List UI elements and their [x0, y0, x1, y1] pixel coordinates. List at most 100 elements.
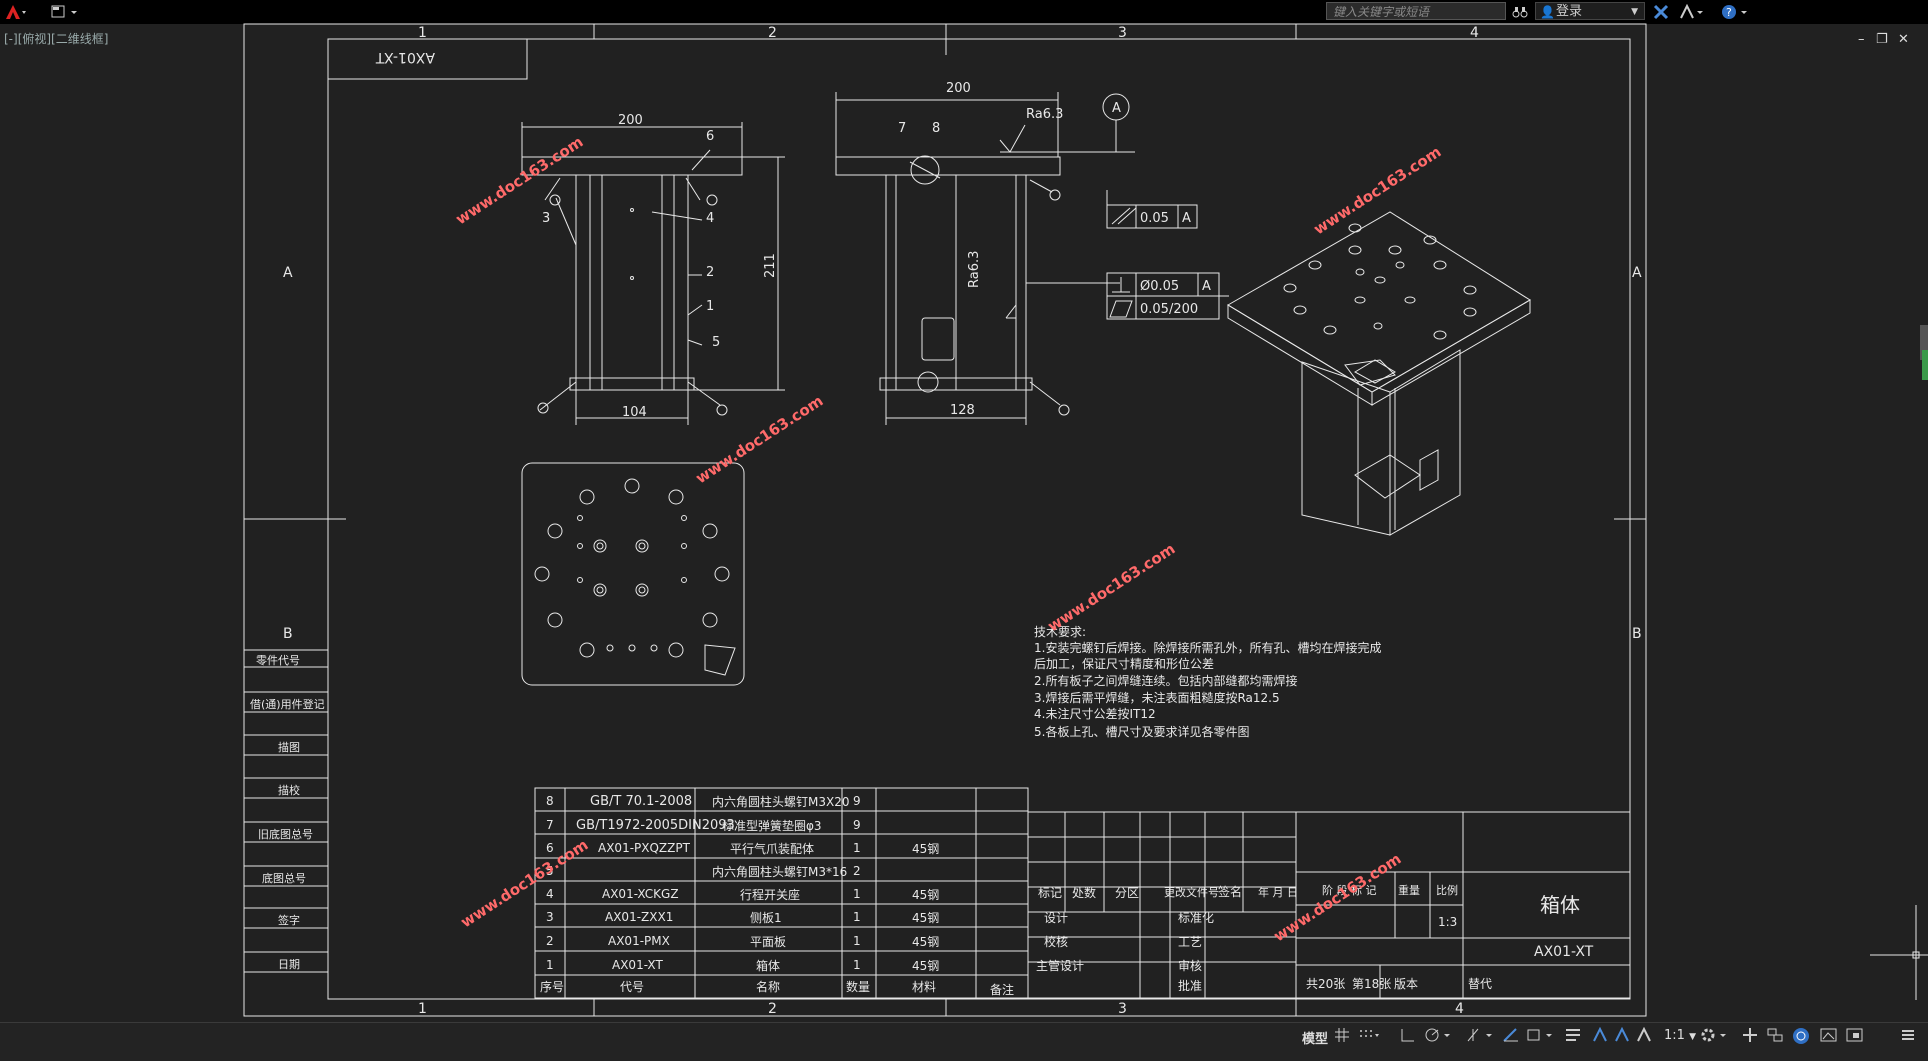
bom-cell: GB/T 70.1-2008	[590, 794, 692, 809]
scale-dropdown[interactable]: 1:1 ▼	[1664, 1028, 1696, 1043]
bom-cell: 标准型弹簧垫圈φ3	[722, 818, 822, 833]
parallel-datum: A	[1182, 211, 1191, 226]
polar-icon[interactable]	[1424, 1027, 1450, 1045]
svg-text:?: ?	[1726, 6, 1732, 19]
scroll-handle[interactable]	[1920, 325, 1928, 360]
quick-access-button[interactable]	[48, 2, 84, 22]
workspace-icon[interactable]	[1766, 1027, 1784, 1045]
hardware-accel-icon[interactable]	[1820, 1027, 1838, 1045]
nav-bar-indicator[interactable]	[1922, 350, 1928, 380]
tb-part-name: 箱体	[1540, 893, 1580, 917]
frame-col-1: 1	[418, 25, 427, 41]
binoculars-button[interactable]	[1510, 2, 1530, 22]
tech-note-line: 3.焊接后需平焊缝，未注表面粗糙度按Ra12.5	[1034, 690, 1280, 705]
bom-cell: 8	[546, 794, 554, 808]
plus-icon[interactable]	[1742, 1027, 1760, 1045]
bom-cell: 2	[853, 864, 861, 878]
otrack-icon[interactable]	[1502, 1027, 1520, 1045]
minimize-icon[interactable]: –	[1858, 32, 1865, 47]
search-input[interactable]: 键入关键字或短语	[1326, 2, 1506, 20]
tech-note-line: 5.各板上孔、槽尺寸及要求详见各零件图	[1034, 724, 1249, 739]
bom-cell: AX01-XCKGZ	[602, 887, 679, 901]
flatness-tolerance: 0.05/200	[1140, 302, 1198, 317]
top-view-plate	[521, 462, 745, 686]
tech-note-line: 4.未注尺寸公差按IT12	[1034, 706, 1156, 721]
title-block	[1027, 811, 1631, 999]
bom-cell: 2	[546, 934, 554, 948]
close-icon[interactable]: ✕	[1898, 32, 1909, 47]
tb-count: 处数	[1072, 885, 1096, 900]
callout-1: 1	[706, 299, 714, 314]
snap-icon[interactable]	[1358, 1027, 1379, 1045]
bom-cell: 侧板1	[750, 911, 782, 925]
callout-8: 8	[932, 121, 940, 136]
frame-col-4: 4	[1470, 25, 1479, 41]
roughness-top: Ra6.3	[1026, 107, 1063, 122]
osnap-icon[interactable]	[1466, 1027, 1492, 1045]
bom-cell: 6	[546, 841, 554, 855]
isometric-view	[1227, 211, 1531, 536]
exchange-button[interactable]	[1652, 2, 1670, 22]
frame-row-b-right: B	[1632, 626, 1642, 642]
title-block-text: 标记 处数 分区 更改文件号 签名 年 月 日 设计 校核 主管设计 标准化 工…	[1036, 883, 1594, 993]
watermark-text: www.doc163.com	[1044, 540, 1178, 636]
annotation-scale-icon[interactable]	[1636, 1026, 1654, 1045]
bom-cell: 内六角圆柱头螺钉M3*16	[712, 864, 847, 879]
mirrored-label-box	[327, 38, 528, 80]
autodesk-app-button[interactable]	[1678, 2, 1706, 22]
bom-cell: 4	[546, 887, 554, 901]
bom-cell: 1	[546, 958, 554, 972]
grid-icon[interactable]	[1334, 1027, 1352, 1045]
bom-header: 名称	[756, 979, 780, 994]
bom-header: 备注	[990, 982, 1014, 997]
viewport-label[interactable]: [-][俯视][二维线框]	[4, 32, 109, 46]
tb-review: 审核	[1178, 958, 1202, 973]
tb-sign: 签名	[1218, 884, 1242, 899]
dim-side-width: 200	[946, 81, 971, 96]
lineweight-icon[interactable]	[1564, 1027, 1582, 1045]
perp-datum: A	[1202, 279, 1211, 294]
bom-cell: 1	[853, 910, 861, 924]
app-menu-button[interactable]	[2, 2, 32, 22]
tb-approve: 批准	[1178, 978, 1202, 993]
left-panel-item: 签字	[278, 913, 300, 927]
frame-col-3: 3	[1118, 25, 1127, 41]
bom-table	[534, 787, 1029, 999]
model-tab[interactable]: 模型	[1302, 1032, 1329, 1047]
watermark-text: www.doc163.com	[457, 836, 591, 932]
isolate-icon[interactable]	[1792, 1027, 1810, 1045]
top-bar: 键入关键字或短语 👤 登录 ▼ ?	[0, 0, 1928, 24]
autodesk-a-icon	[1680, 4, 1703, 19]
bom-rows: 8 GB/T 70.1-2008 内六角圆柱头螺钉M3X20 9 7 GB/T1…	[540, 794, 1014, 997]
clean-screen-icon[interactable]	[1846, 1027, 1864, 1045]
ortho-icon[interactable]	[1400, 1027, 1418, 1045]
outer-frame	[243, 23, 1647, 1017]
dim-front-height: 211	[763, 253, 778, 278]
selection-icon[interactable]	[1526, 1027, 1552, 1045]
datum-a: A	[1112, 101, 1121, 116]
help-button[interactable]: ?	[1720, 2, 1752, 22]
tech-note-line: 2.所有板子之间焊缝连续。包括内部缝都均需焊接	[1034, 673, 1297, 688]
parallel-tolerance: 0.05	[1140, 211, 1169, 226]
bom-cell: 9	[853, 818, 861, 832]
tb-part-code: AX01-XT	[1534, 944, 1594, 960]
annotation-visibility-icon[interactable]	[1592, 1026, 1610, 1045]
chevron-down-icon: ▼	[1631, 7, 1638, 17]
drawing-canvas[interactable]	[0, 24, 1928, 1024]
user-icon: 👤	[1540, 5, 1555, 19]
tb-weight: 重量	[1398, 883, 1420, 897]
bom-cell: 9	[853, 794, 861, 808]
callout-5: 5	[712, 335, 720, 350]
bom-cell: 7	[546, 818, 554, 832]
gear-icon[interactable]	[1700, 1027, 1726, 1045]
customize-menu-icon[interactable]	[1900, 1027, 1918, 1045]
restore-icon[interactable]: ❐	[1876, 32, 1888, 47]
status-bar	[0, 1022, 1928, 1061]
callout-4: 4	[706, 211, 714, 226]
left-panel-item: 底图总号	[262, 871, 306, 885]
login-button[interactable]: 👤 登录 ▼	[1535, 2, 1645, 20]
perp-tolerance: Ø0.05	[1140, 279, 1179, 294]
auto-scale-icon[interactable]	[1614, 1026, 1632, 1045]
frame-col-2-bottom: 2	[768, 1001, 777, 1017]
